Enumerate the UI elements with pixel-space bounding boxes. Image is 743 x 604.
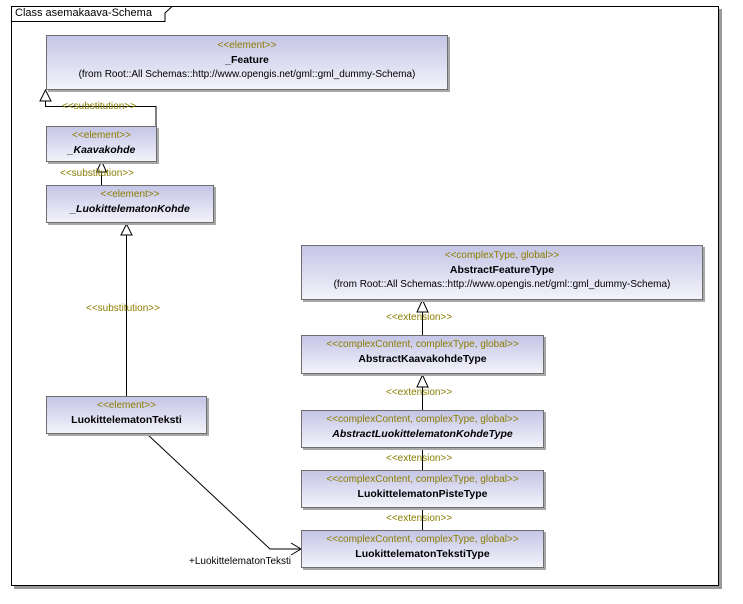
class-stereotype: <<complexContent, complexType, global>> xyxy=(326,339,519,350)
frame-title: Class asemakaava-Schema xyxy=(15,7,152,19)
generalization-arrowhead-feature xyxy=(39,88,52,102)
generalization-arrowhead-abstract-feature-type xyxy=(416,298,429,313)
class-stereotype: <<element>> xyxy=(72,130,131,141)
extension-label-2: <<extension>> xyxy=(386,387,453,398)
association-connector xyxy=(146,433,301,550)
class-name: AbstractLuokittelematonKohdeType xyxy=(332,428,513,440)
class-abstract-luokittelematon-kohde-type[interactable]: <<complexContent, complexType, global>> … xyxy=(301,410,544,448)
class-abstract-feature-type[interactable]: <<complexType, global>> AbstractFeatureT… xyxy=(301,245,703,300)
class-name: LuokittelematonTeksti xyxy=(71,414,182,426)
class-name: _Feature xyxy=(225,54,269,66)
class-stereotype: <<element>> xyxy=(217,40,277,51)
class-kaavakohde[interactable]: <<element>> _Kaavakohde xyxy=(46,126,157,162)
class-name: AbstractFeatureType xyxy=(449,264,555,276)
class-stereotype: <<complexContent, complexType, global>> xyxy=(326,534,519,545)
extension-label-1: <<extension>> xyxy=(386,312,453,323)
class-stereotype: <<complexContent, complexType, global>> xyxy=(326,414,519,425)
class-origin: (from Root::All Schemas::http://www.open… xyxy=(78,69,416,80)
class-luokittelematon-piste-type[interactable]: <<complexContent, complexType, global>> … xyxy=(301,470,544,508)
class-luokittelematon-teksti-type[interactable]: <<complexContent, complexType, global>> … xyxy=(301,530,544,568)
class-name: AbstractKaavakohdeType xyxy=(358,353,487,365)
class-stereotype: <<element>> xyxy=(100,189,160,200)
class-feature[interactable]: <<element>> _Feature (from Root::All Sch… xyxy=(46,35,448,90)
class-luokittelematon-teksti[interactable]: <<element>> LuokittelematonTeksti xyxy=(46,396,207,434)
substitution-label-luokittelematon-teksti: <<substitution>> xyxy=(86,303,160,314)
generalization-arrowhead-kaavakohde xyxy=(95,159,108,173)
class-abstract-kaavakohde-type[interactable]: <<complexContent, complexType, global>> … xyxy=(301,335,544,374)
frame-title-tab xyxy=(11,6,173,22)
extension-label-4: <<extension>> xyxy=(386,513,453,524)
substitution-label-kaavakohde: <<substitution>> xyxy=(62,101,136,112)
extension-label-3: <<extension>> xyxy=(386,453,453,464)
substitution-label-luokittelematon-kohde: <<substitution>> xyxy=(60,168,134,179)
class-stereotype: <<element>> xyxy=(97,400,156,411)
generalization-arrowhead-luokittelematon-kohde xyxy=(120,222,133,236)
class-stereotype: <<complexType, global>> xyxy=(444,250,560,261)
substitution-connector-kaavakohde xyxy=(45,101,157,127)
class-name: LuokittelematonPisteType xyxy=(357,488,488,500)
generalization-arrowhead-abstract-kaavakohde-type xyxy=(416,373,429,388)
association-role-label: +LuokittelematonTeksti xyxy=(189,556,292,567)
class-name: LuokittelematonTekstiType xyxy=(355,548,490,560)
class-name: _LuokittelematonKohde xyxy=(70,203,190,215)
class-luokittelematon-kohde[interactable]: <<element>> _LuokittelematonKohde xyxy=(46,185,214,223)
class-stereotype: <<complexContent, complexType, global>> xyxy=(326,474,519,485)
class-name: _Kaavakohde xyxy=(67,144,136,156)
class-origin: (from Root::All Schemas::http://www.open… xyxy=(333,279,671,290)
